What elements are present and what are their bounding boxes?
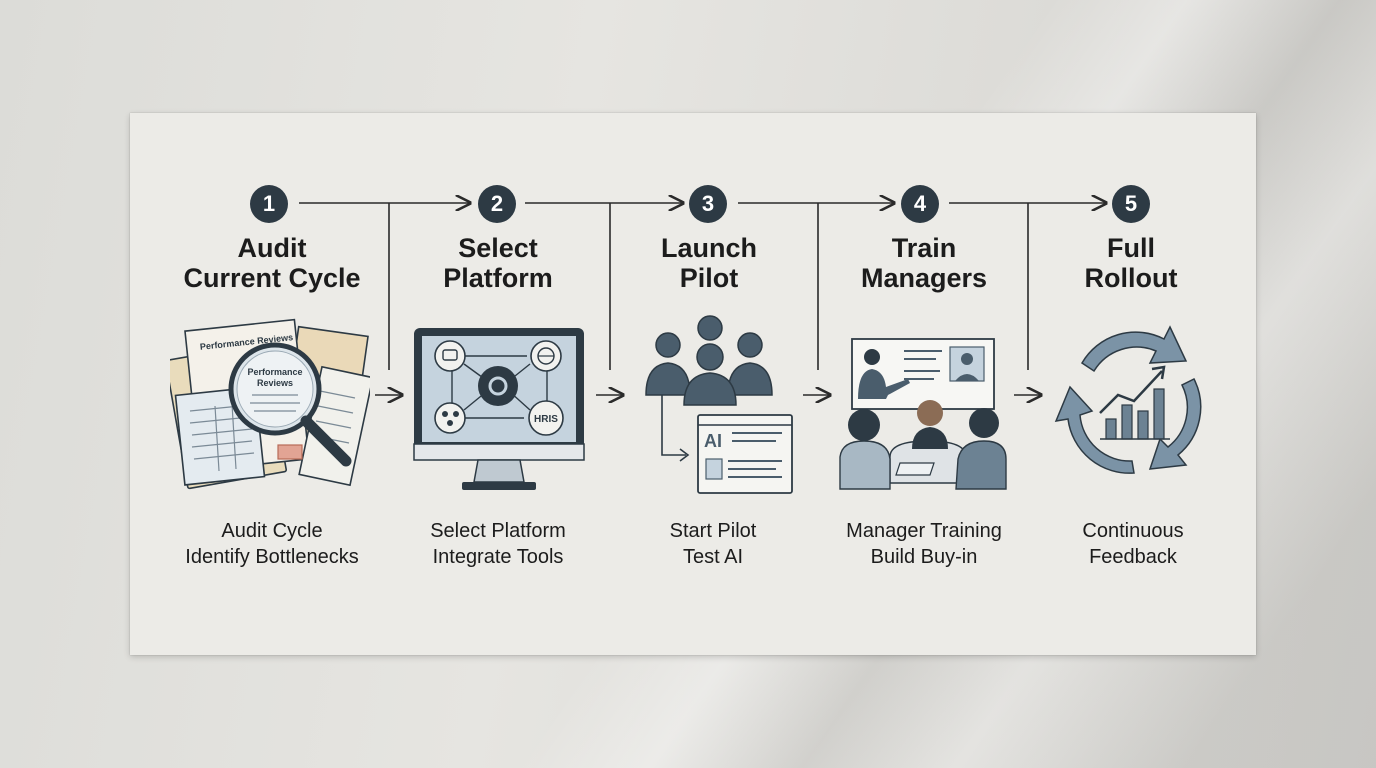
pilot-team-icon: AI	[638, 313, 798, 502]
hris-label: HRIS	[534, 414, 558, 425]
lens-label-line2: Reviews	[257, 378, 293, 388]
step-4-number: 4	[901, 185, 939, 223]
step-3-title-line2: Pilot	[679, 263, 739, 293]
step-5-desc-line1: Continuous	[1082, 520, 1184, 542]
step-5-title: Full Rollout	[1016, 233, 1246, 293]
step-1-description: Audit Cycle Identify Bottlenecks	[157, 518, 387, 570]
step-2-desc-line2: Integrate Tools	[432, 546, 564, 568]
step-4-description: Manager Training Build Buy-in	[809, 518, 1039, 570]
step-4-desc-line2: Build Buy-in	[870, 546, 978, 568]
step-2-title-line2: Platform	[443, 263, 553, 293]
step-4-title-line1: Train	[891, 233, 957, 263]
step-2-desc-line1: Select Platform	[430, 520, 566, 542]
step-3-title-line1: Launch	[660, 233, 757, 263]
cycle-growth-icon	[1054, 323, 1208, 482]
lens-label-line1: Performance	[247, 367, 302, 377]
platform-monitor-icon: HRIS	[412, 326, 586, 497]
step-1-desc-line2: Identify Bottlenecks	[185, 546, 359, 568]
step-1-title-line2: Current Cycle	[183, 263, 361, 293]
step-1-desc-line1: Audit Cycle	[221, 520, 323, 542]
step-3-number: 3	[689, 185, 727, 223]
connector-lines	[299, 113, 1256, 655]
manager-training-icon	[838, 337, 1008, 496]
ai-label: AI	[704, 431, 722, 451]
step-4-title-line2: Managers	[860, 263, 988, 293]
step-2-title: Select Platform	[383, 233, 613, 293]
step-5-description: Continuous Feedback	[1018, 518, 1248, 570]
step-3-desc-line2: Test AI	[682, 546, 744, 568]
step-1-title: Audit Current Cycle	[157, 233, 387, 293]
step-3-description: Start Pilot Test AI	[598, 518, 828, 570]
step-5-desc-line2: Feedback	[1089, 546, 1177, 568]
step-4-desc-line1: Manager Training	[846, 520, 1002, 542]
audit-documents-icon: Performance Reviews Performance Reviews	[164, 311, 374, 506]
step-2-number: 2	[478, 185, 516, 223]
step-5-title-line1: Full	[1107, 233, 1155, 263]
process-board: 1 Audit Current Cycle Performance Review…	[130, 113, 1256, 655]
step-1-title-line1: Audit	[237, 233, 307, 263]
step-2-description: Select Platform Integrate Tools	[383, 518, 613, 570]
step-4-title: Train Managers	[809, 233, 1039, 293]
step-5-number: 5	[1112, 185, 1150, 223]
step-3-desc-line1: Start Pilot	[669, 520, 757, 542]
step-1-number: 1	[250, 185, 288, 223]
step-5-title-line2: Rollout	[1084, 263, 1178, 293]
step-3-title: Launch Pilot	[594, 233, 824, 293]
step-2-title-line1: Select	[458, 233, 538, 263]
